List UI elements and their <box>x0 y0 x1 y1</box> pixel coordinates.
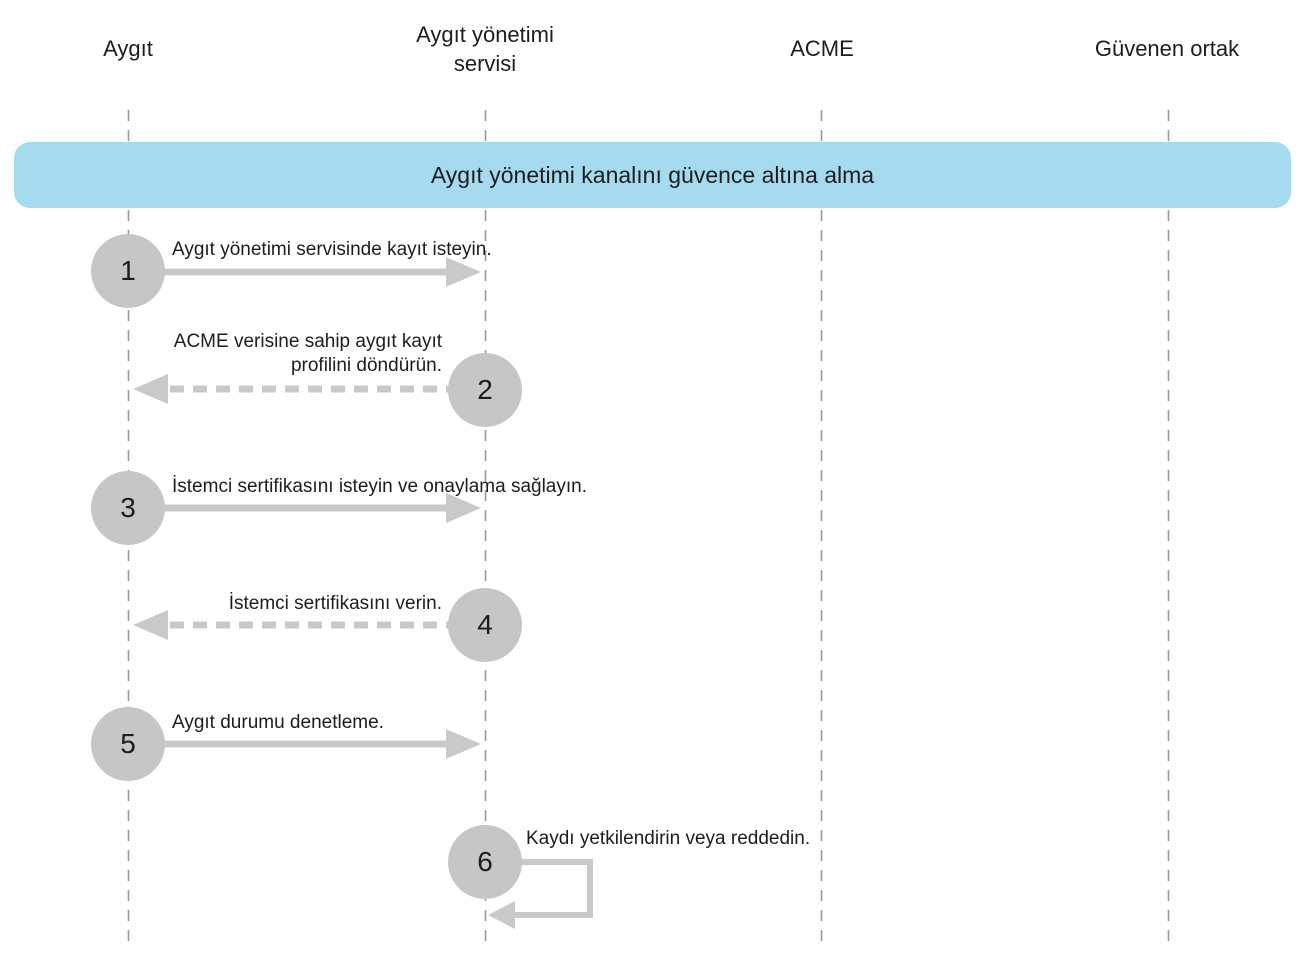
step-circle-5: 5 <box>91 707 165 781</box>
arrow-step-4 <box>133 610 460 640</box>
step-circle-1: 1 <box>91 234 165 308</box>
step-circle-4: 4 <box>448 588 522 662</box>
step-circle-2: 2 <box>448 353 522 427</box>
step-label-4: İstemci sertifikasını verin. <box>228 593 442 614</box>
phase-banner: Aygıt yönetimi kanalını güvence altına a… <box>14 142 1291 208</box>
actor-label-aygit-yonetimi-servisi: Aygıt yönetimi servisi <box>416 22 554 76</box>
step-label-2: ACME verisine sahip aygıt kayıt profilin… <box>173 331 442 376</box>
arrow-step-5 <box>150 729 481 759</box>
step-label-3: İstemci sertifikasını isteyin ve onaylam… <box>172 476 588 497</box>
arrow-step-2 <box>133 374 460 404</box>
step-circle-6: 6 <box>448 825 522 899</box>
step-circle-3: 3 <box>91 471 165 545</box>
actor-label-aygit: Aygıt <box>103 36 153 61</box>
step-label-1: Aygıt yönetimi servisinde kayıt isteyin. <box>172 239 492 260</box>
arrow-step-1 <box>150 257 481 287</box>
actor-label-acme: ACME <box>790 36 854 61</box>
arrow-step-6-self-loop <box>488 859 593 929</box>
step-label-5: Aygıt durumu denetleme. <box>172 712 384 733</box>
phase-banner-label: Aygıt yönetimi kanalını güvence altına a… <box>430 161 875 188</box>
step-label-6: Kaydı yetkilendirin veya reddedin. <box>526 828 811 849</box>
actor-label-guvenen-ortak: Güvenen ortak <box>1094 36 1240 61</box>
arrow-step-3 <box>150 493 481 523</box>
